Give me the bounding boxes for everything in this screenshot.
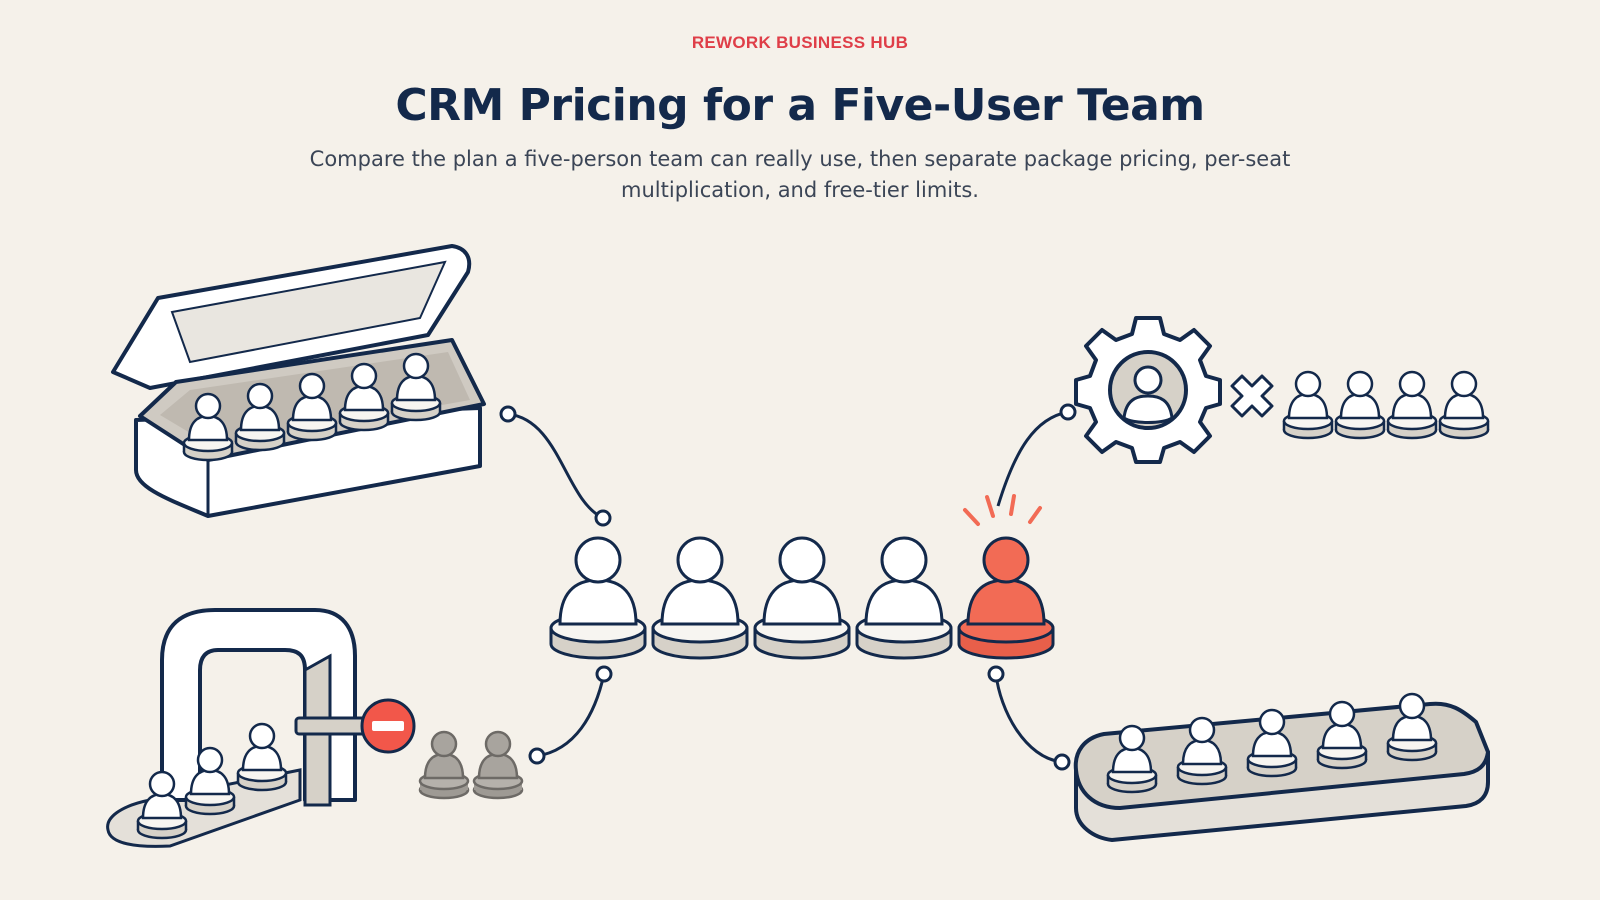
connector-nodes [499,403,1077,771]
connector-lines [507,410,1069,764]
highlighted-fifth-user [957,536,1055,660]
gear-user-icon [1074,316,1222,464]
per-seat-pawns [1282,370,1490,440]
excluded-gray-pawns [418,730,524,800]
team-of-five [549,494,1055,660]
page-subtitle: Compare the plan a five-person team can … [309,147,1291,202]
highlight-burst-icon [963,494,1042,526]
page-title: CRM Pricing for a Five-User Team [395,80,1205,131]
brand-eyebrow: REWORK BUSINESS HUB [691,33,909,52]
multiply-icon [1230,374,1274,418]
